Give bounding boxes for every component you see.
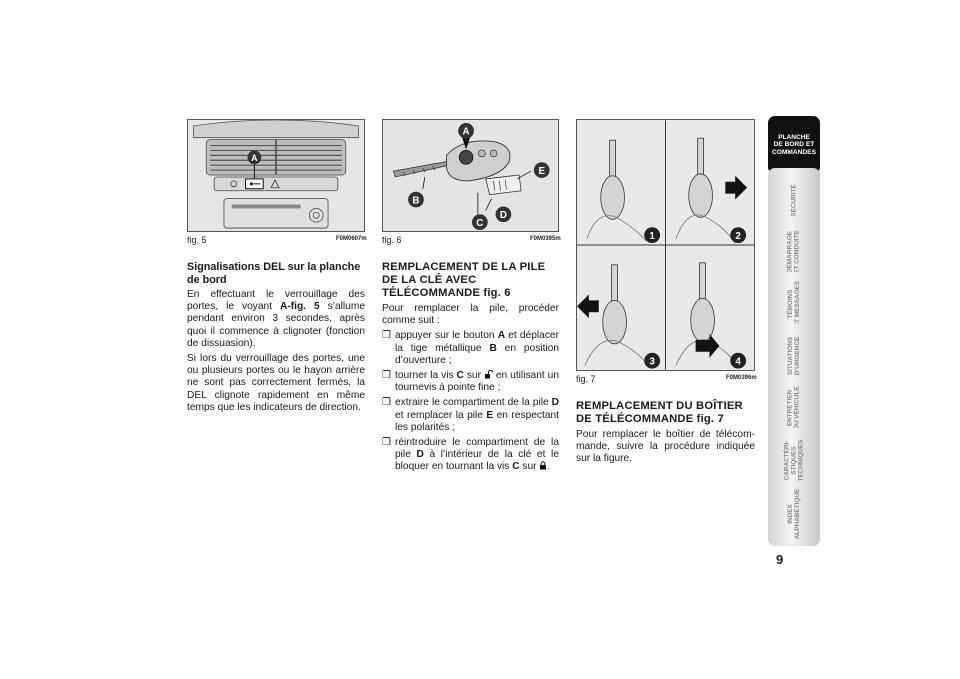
bullet-1: ❒ xyxy=(382,330,391,342)
tab-label-demarrage: DÉMARRAGE ET CONDUITE xyxy=(786,230,801,274)
tab-label-caracteristiques: CARACTÉRI- STIQUES TECHNIQUES xyxy=(783,439,805,481)
figure-5-dashboard: A xyxy=(187,119,365,232)
tab-planche-de-bord[interactable]: PLANCHE DE BORD ET COMMANDES xyxy=(768,116,820,174)
battery-step-1: ❒ appuyer sur le bouton A et déplacer la … xyxy=(382,330,559,367)
b2-c: en utilisant un tournevis à pointe fine … xyxy=(395,370,559,394)
column-battery-replacement: REMPLACEMENT DE LA PILE DE LA CLÉ AVEC T… xyxy=(382,261,559,477)
fig6-callout-c: C xyxy=(476,218,483,229)
b4-a: réintroduire le compartiment de la pi­le xyxy=(395,437,559,461)
unlock-icon xyxy=(484,369,493,379)
led-signals-paragraph-1: En effectuant le verrouillage des portes… xyxy=(187,289,365,350)
remote-housing-illustration: 1 2 3 4 xyxy=(577,120,754,370)
b2-ref-c: C xyxy=(456,370,464,382)
b1-a: appuyer sur le bouton xyxy=(395,330,498,342)
fig7-step-3: 3 xyxy=(649,357,655,368)
b4-c: sur xyxy=(519,461,540,473)
dashboard-illustration: A xyxy=(188,120,364,231)
b4-ref-c: C xyxy=(512,461,520,473)
fig5-callout-a: A xyxy=(251,153,258,163)
page-number: 9 xyxy=(776,552,784,567)
b1-ref-a: A xyxy=(497,330,506,342)
b3-c: en respectant les polarités ; xyxy=(395,409,559,433)
tab-label-planche: PLANCHE DE BORD ET COMMANDES xyxy=(772,134,816,156)
remote-housing-text: Pour remplacer le boîtier de télécom­man… xyxy=(576,429,755,465)
fig6-callout-b: B xyxy=(412,195,419,206)
tab-caracteristiques[interactable]: CARACTÉRI- STIQUES TECHNIQUES xyxy=(768,428,820,492)
b3-b: et remplacer la pile xyxy=(395,409,487,421)
fig6-callout-e: E xyxy=(538,166,545,177)
key-illustration: A E B C D xyxy=(383,120,558,231)
fig5-label: fig. 5 xyxy=(187,235,207,245)
remote-housing-heading: REMPLACEMENT DU BOÎTIER DE TÉLÉCOMMANDE … xyxy=(576,400,743,425)
b1-ref-b: B xyxy=(489,342,497,354)
fig7-step-4: 4 xyxy=(735,357,741,368)
b4-ref-d: D xyxy=(416,449,424,461)
battery-heading: REMPLACEMENT DE LA PILE DE LA CLÉ AVEC T… xyxy=(382,261,546,299)
b2-a: tourner la vis xyxy=(395,370,457,382)
b3-ref-d: D xyxy=(551,397,559,409)
figure-7-remote-housing: 1 2 3 4 xyxy=(576,119,755,371)
fig6-callout-a: A xyxy=(463,127,470,138)
b2-b: sur xyxy=(463,370,484,382)
b1-b: et déplacer la tige métallique xyxy=(395,330,559,354)
fig6-callout-d: D xyxy=(500,210,507,221)
bullet-4: ❒ xyxy=(382,437,391,449)
fig7-step-1: 1 xyxy=(649,231,655,242)
figure-6-key: A E B C D xyxy=(382,119,559,232)
battery-step-4: ❒ réintroduire le compartiment de la pi­l… xyxy=(382,437,559,474)
p1-text-a: En effectuant le verrouillage des portes… xyxy=(187,289,365,313)
b4-b: à l’intérieur de la clé et le bloquer en… xyxy=(395,449,559,473)
battery-steps: ❒ appuyer sur le bouton A et déplacer la … xyxy=(382,330,559,473)
tab-label-index: INDEX ALPHABÉTIQUE xyxy=(786,488,801,540)
b3-a: extraire le compartiment de la pile xyxy=(395,397,552,409)
tab-label-temoins: TÉMOINS ET MESSAGES xyxy=(786,280,801,328)
battery-step-3: ❒ extraire le compartiment de la pile D e… xyxy=(382,397,559,434)
lock-icon xyxy=(540,461,547,470)
bullet-3: ❒ xyxy=(382,397,391,409)
battery-step-2: ❒ tourner la vis C sur en utilisant un to… xyxy=(382,369,559,394)
column-remote-housing: REMPLACEMENT DU BOÎTIER DE TÉLÉCOMMANDE … xyxy=(576,400,755,469)
p1-fig-ref: A-fig. 5 xyxy=(279,301,320,313)
column-led-signals: Signalisations DEL sur la planche de bor… xyxy=(187,261,365,417)
led-signals-paragraph-2: Si lors du verrouillage des portes, une … xyxy=(187,353,365,413)
tab-label-situations: SITUATIONS D’URGENCE xyxy=(786,336,801,376)
b1-c: en position d’ou­verture ; xyxy=(395,342,559,366)
fig6-code: F0M0395m xyxy=(530,236,561,242)
tab-index[interactable]: INDEX ALPHABÉTIQUE xyxy=(768,482,820,546)
bullet-2: ❒ xyxy=(382,370,391,382)
fig6-label: fig. 6 xyxy=(382,235,402,245)
b4-d: . xyxy=(547,461,551,473)
p1-text-b: s’allume pendant envi­ron 3 secondes, ap… xyxy=(187,301,365,349)
b3-ref-e: E xyxy=(486,409,494,421)
led-signals-heading: Signalisations DEL sur la planche de bor… xyxy=(187,261,361,286)
tab-label-entretien: ENTRETIEN DU VÉHICULE xyxy=(786,386,801,430)
tab-label-securite: SÉCURITÉ xyxy=(790,183,798,217)
battery-intro: Pour remplacer la pile, procéder comme s… xyxy=(382,303,559,327)
fig7-step-2: 2 xyxy=(735,231,741,242)
fig7-code: F0M0396m xyxy=(726,375,757,381)
fig7-label: fig. 7 xyxy=(576,374,596,384)
fig5-code: F0M0607m xyxy=(336,236,367,242)
